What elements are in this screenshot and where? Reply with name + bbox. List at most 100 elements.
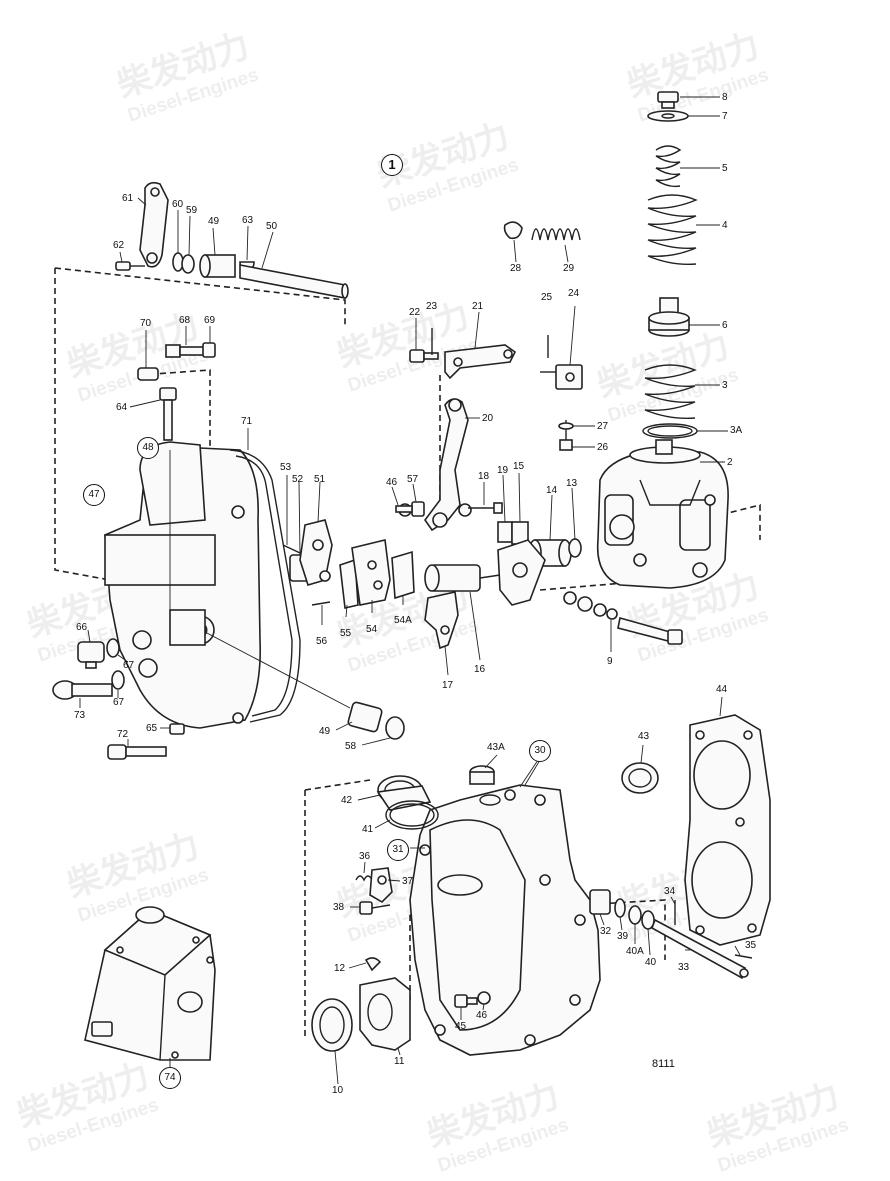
callout-40: 40 <box>645 957 657 968</box>
callout-52: 52 <box>292 474 304 485</box>
screw-38 <box>359 901 391 915</box>
spring-5 <box>655 145 682 188</box>
ring-58 <box>385 716 405 740</box>
callout-46b: 46 <box>476 1010 488 1021</box>
bolt-68 <box>165 344 211 358</box>
group-marker: 1 <box>381 154 403 176</box>
callout-36: 36 <box>359 851 371 862</box>
callout-2: 2 <box>727 457 733 468</box>
callout-42: 42 <box>341 795 353 806</box>
callout-26: 26 <box>597 442 609 453</box>
shaft-33 <box>651 918 749 980</box>
ring-39 <box>614 898 626 918</box>
callout-71: 71 <box>241 416 253 427</box>
circled-47: 47 <box>83 484 105 506</box>
callout-16: 16 <box>474 664 486 675</box>
bolt-57 <box>395 501 425 517</box>
bushing-32 <box>589 889 611 915</box>
callout-18: 18 <box>478 471 490 482</box>
callout-69: 69 <box>204 315 216 326</box>
callout-11: 11 <box>394 1056 405 1067</box>
callout-9: 9 <box>607 656 613 667</box>
washer-40a <box>628 905 642 925</box>
lever-61 <box>139 181 169 268</box>
callout-61: 61 <box>122 193 134 204</box>
circled-31: 31 <box>387 839 409 861</box>
lever-20 <box>424 398 472 532</box>
gasket-71 <box>229 449 301 723</box>
plug-66 <box>77 641 105 669</box>
pin-35 <box>734 954 753 959</box>
bolt-assembly-9 <box>563 591 683 645</box>
callout-7: 7 <box>722 111 728 122</box>
callout-6: 6 <box>722 320 728 331</box>
fork-17 <box>424 591 459 650</box>
callout-63: 63 <box>242 215 254 226</box>
dash-frame <box>304 779 371 791</box>
callout-15: 15 <box>513 461 525 472</box>
ring-13 <box>568 538 582 558</box>
screw-73 <box>52 680 113 700</box>
connector-42 <box>376 775 432 811</box>
washer-67b <box>111 670 125 690</box>
callout-13: 13 <box>566 478 578 489</box>
callout-21: 21 <box>472 301 484 312</box>
bolt-72 <box>107 744 167 760</box>
plug-70 <box>137 367 159 381</box>
plate-19 <box>497 521 513 543</box>
callout-54a: 54A <box>394 615 412 626</box>
callout-25: 25 <box>541 292 553 303</box>
callout-20: 20 <box>482 413 494 424</box>
callout-24: 24 <box>568 288 580 299</box>
callout-62: 62 <box>113 240 125 251</box>
lever-37 <box>369 867 393 904</box>
nut-65 <box>169 723 185 735</box>
bushing-49-top <box>199 254 236 278</box>
callout-70: 70 <box>140 318 152 329</box>
nut-69 <box>202 342 216 358</box>
callout-65: 65 <box>146 723 158 734</box>
washer-59 <box>181 254 195 274</box>
callout-35: 35 <box>745 940 757 951</box>
bracket-54a <box>391 550 415 600</box>
spring-3 <box>644 364 697 420</box>
callout-43: 43 <box>638 731 650 742</box>
washer-27 <box>558 422 574 430</box>
callout-17: 17 <box>442 680 454 691</box>
callout-27: 27 <box>597 421 609 432</box>
clip-28 <box>503 221 523 240</box>
leader-lines <box>79 96 741 1085</box>
shaft-50 <box>239 264 349 299</box>
drawing-reference: 8111 <box>652 1058 675 1070</box>
callout-23: 23 <box>426 301 438 312</box>
callout-57: 57 <box>407 474 419 485</box>
spring-29 <box>531 228 581 241</box>
callout-45: 45 <box>455 1021 467 1032</box>
callout-56: 56 <box>316 636 328 647</box>
gasket-44 <box>684 714 771 946</box>
plug-43 <box>621 762 659 794</box>
cap-screw-8 <box>657 91 679 109</box>
link-51 <box>299 519 333 586</box>
callout-53: 53 <box>280 462 292 473</box>
callout-39: 39 <box>617 931 629 942</box>
bracket-54 <box>351 539 391 606</box>
screw-18 <box>468 502 503 514</box>
callout-33: 33 <box>678 962 690 973</box>
oring-41 <box>385 800 439 830</box>
sleeve-16 <box>424 564 501 592</box>
screw-62 <box>115 261 145 271</box>
callout-10: 10 <box>332 1085 344 1096</box>
callout-37: 37 <box>402 876 414 887</box>
callout-72: 72 <box>117 729 129 740</box>
spring-seat-6 <box>648 297 690 337</box>
callout-12: 12 <box>334 963 346 974</box>
cover-74 <box>84 906 216 1061</box>
callout-60: 60 <box>172 199 184 210</box>
callout-44: 44 <box>716 684 728 695</box>
plate-55 <box>339 558 359 609</box>
shim-3a <box>642 423 698 439</box>
callout-28: 28 <box>510 263 522 274</box>
